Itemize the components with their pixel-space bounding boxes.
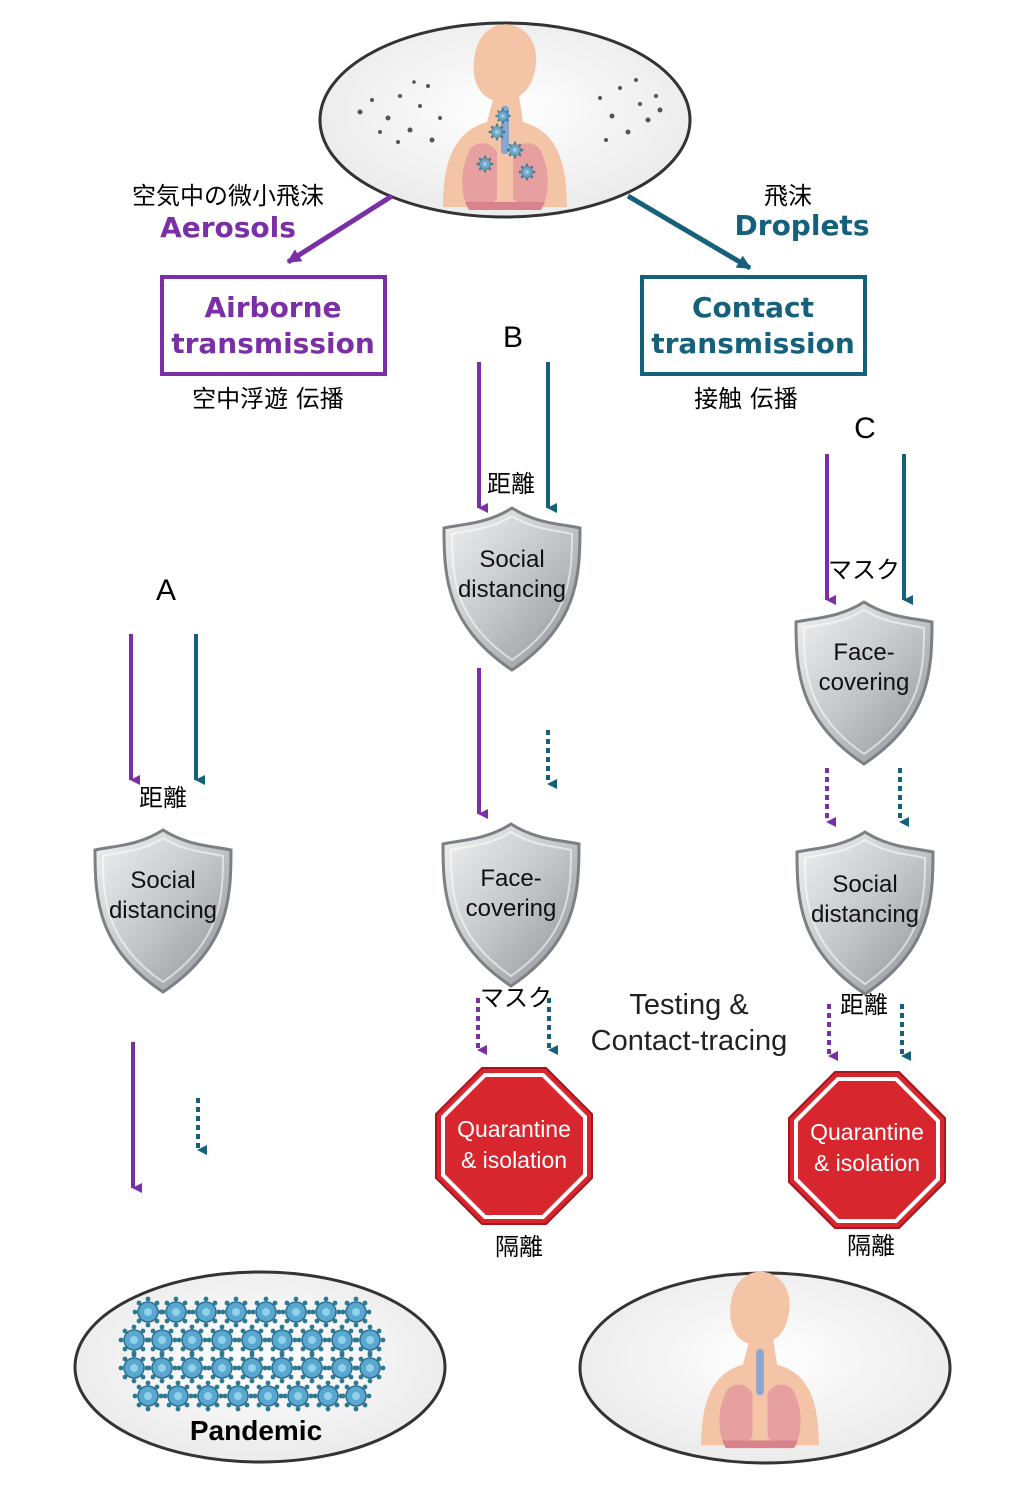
path-c-shield1-line1: Face-	[833, 639, 894, 666]
contact-box-line2: transmission	[651, 327, 855, 360]
aerosol-particles-left	[357, 80, 442, 144]
path-c-shield2-line1: Social	[832, 871, 897, 898]
path-b-shield1-line2: distancing	[458, 576, 566, 603]
path-c-shield1-line2: covering	[819, 669, 910, 696]
path-b-isolation-ja: 隔離	[495, 1233, 543, 1261]
path-c-shield2-line2: distancing	[811, 901, 919, 928]
airborne-transmission-box	[160, 275, 387, 376]
contact-ja-label: 接触 伝播	[694, 385, 798, 413]
path-a-distancing-ja: 距離	[139, 784, 187, 812]
path-b-letter: B	[503, 321, 523, 354]
path-b-stop-line1: Quarantine	[457, 1116, 571, 1142]
path-b-distancing-ja: 距離	[487, 470, 535, 498]
stop-sign-icon	[435, 1067, 593, 1225]
path-b-mask-ja: マスク	[480, 984, 552, 1012]
pandemic-label: Pandemic	[190, 1415, 322, 1446]
droplets-arrow	[626, 193, 752, 271]
aerosols-label: Aerosols	[160, 211, 296, 244]
contact-transmission-box	[640, 275, 867, 376]
droplets-label: Droplets	[735, 209, 870, 242]
aerosols-arrow	[286, 193, 394, 265]
path-b-shield1-line1: Social	[479, 546, 544, 573]
path-a-shield-line2: distancing	[109, 897, 217, 924]
testing-label-line1: Testing &	[629, 989, 748, 1021]
airborne-ja-label: 空中浮遊 伝播	[192, 385, 344, 413]
path-b-shield2-line2: covering	[466, 895, 557, 922]
contact-box-line1: Contact	[692, 291, 814, 324]
path-c-stop-line2: & isolation	[814, 1150, 920, 1176]
path-c-isolation-ja: 隔離	[847, 1232, 895, 1260]
airborne-box-line1: Airborne	[204, 291, 341, 324]
path-b-shield2-line1: Face-	[480, 865, 541, 892]
droplets-ja-label: 飛沫	[764, 182, 812, 210]
airborne-box-line2: transmission	[171, 327, 375, 360]
path-b-stop-line2: & isolation	[461, 1147, 567, 1173]
path-a-letter: A	[156, 574, 176, 607]
stop-sign-icon	[788, 1071, 946, 1229]
aerosols-ja-label: 空気中の微小飛沫	[132, 182, 324, 210]
path-c-distancing-ja: 距離	[840, 991, 888, 1019]
testing-label-line2: Contact-tracing	[591, 1025, 788, 1057]
path-c-stop-line1: Quarantine	[810, 1119, 924, 1145]
path-c-letter: C	[854, 412, 876, 445]
path-c-mask-ja: マスク	[828, 556, 900, 584]
aerosol-particles-right	[598, 78, 663, 142]
path-a-shield-line1: Social	[130, 867, 195, 894]
